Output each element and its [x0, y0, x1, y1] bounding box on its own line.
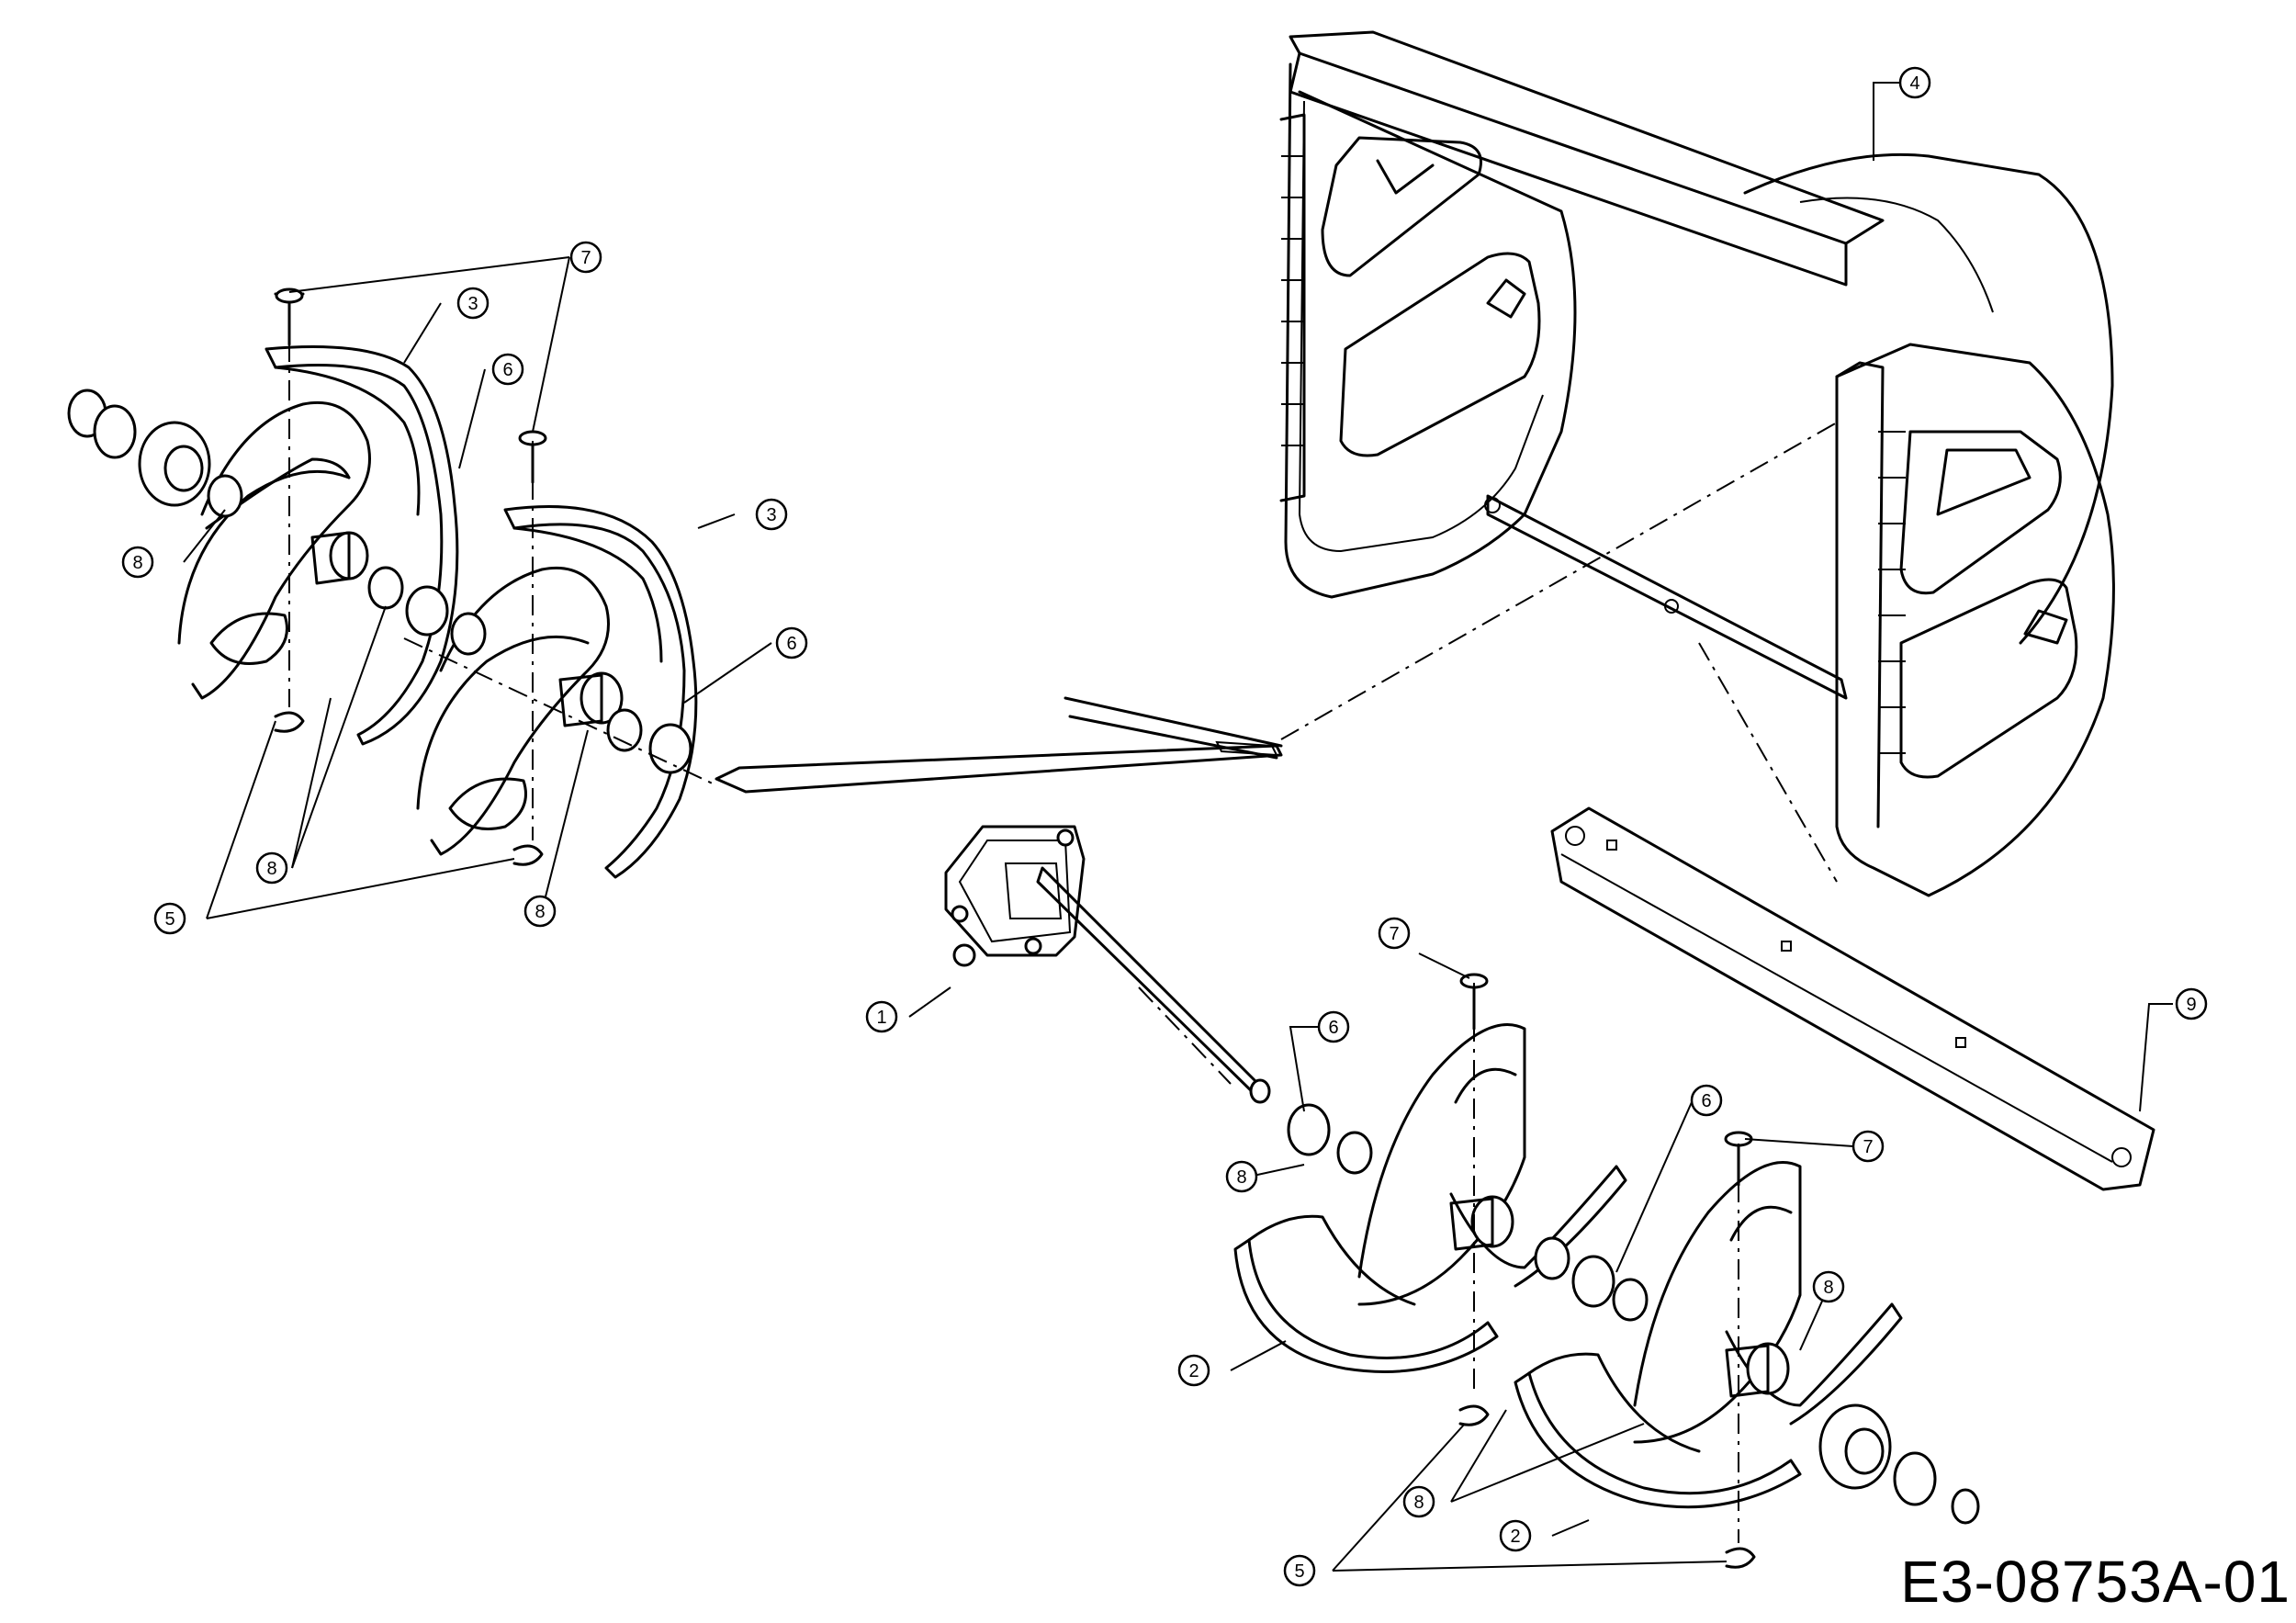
svg-text:6: 6 [1701, 1091, 1711, 1111]
callout-8-upper-middle: 8 [255, 851, 288, 885]
auger-flight-lower-right [1514, 1161, 1903, 1509]
svg-text:1: 1 [876, 1008, 886, 1028]
callout-4: 4 [1898, 66, 1931, 99]
svg-text:3: 3 [766, 505, 776, 525]
callout-7-lower-right: 7 [1851, 1130, 1885, 1163]
callout-7-lower-left: 7 [1378, 917, 1411, 950]
callout-3-left: 3 [456, 287, 490, 320]
callout-8-upper-left: 8 [121, 546, 154, 579]
leader-lines [183, 82, 2173, 1572]
svg-text:5: 5 [1294, 1561, 1304, 1582]
svg-text:8: 8 [266, 859, 276, 879]
svg-text:2: 2 [1188, 1361, 1199, 1381]
callout-7-upper: 7 [569, 241, 602, 274]
callout-1: 1 [865, 1000, 898, 1033]
svg-text:8: 8 [1823, 1278, 1833, 1298]
svg-text:6: 6 [786, 634, 796, 654]
callout-8-lower-left: 8 [1225, 1160, 1258, 1193]
hardware-parts [67, 287, 1980, 1569]
center-lines [288, 303, 1838, 1543]
svg-text:6: 6 [1328, 1018, 1338, 1038]
svg-text:7: 7 [1389, 924, 1399, 944]
svg-text:4: 4 [1909, 73, 1919, 94]
svg-text:5: 5 [164, 909, 174, 930]
svg-text:6: 6 [502, 360, 512, 380]
auger-flight-lower-middle [1233, 1023, 1627, 1373]
svg-text:2: 2 [1510, 1527, 1520, 1547]
auger-flight-upper-middle [416, 505, 698, 879]
callout-9: 9 [2175, 987, 2208, 1020]
callout-6-upper-left: 6 [491, 353, 524, 386]
svg-text:7: 7 [580, 248, 591, 268]
callout-2-upper: 2 [1177, 1354, 1210, 1387]
svg-text:7: 7 [1863, 1137, 1873, 1157]
auger-housing [1279, 30, 2115, 897]
svg-text:3: 3 [467, 294, 478, 314]
callout-6-upper-middle: 6 [775, 626, 808, 659]
svg-text:8: 8 [132, 553, 142, 573]
svg-text:9: 9 [2186, 995, 2196, 1015]
callout-5-upper: 5 [153, 902, 186, 935]
svg-text:8: 8 [535, 902, 545, 922]
callout-8-upper-right: 8 [523, 895, 557, 928]
svg-text:8: 8 [1236, 1167, 1246, 1188]
callout-6-lower-right: 6 [1690, 1084, 1723, 1117]
auger-flight-upper-left [177, 345, 459, 746]
stiffener-bar [1550, 806, 2155, 1191]
callout-8-lower-middle: 8 [1402, 1485, 1435, 1518]
callout-2-lower: 2 [1499, 1519, 1532, 1552]
svg-text:8: 8 [1413, 1493, 1424, 1513]
callout-6-lower-left: 6 [1317, 1010, 1350, 1043]
gearbox-shaft [715, 696, 1283, 1104]
drawing-number: E3-08753A-01 [1900, 1549, 2290, 1615]
callout-8-lower-right: 8 [1812, 1270, 1845, 1303]
callout-5-lower: 5 [1283, 1554, 1316, 1587]
callout-3-middle: 3 [755, 498, 788, 531]
